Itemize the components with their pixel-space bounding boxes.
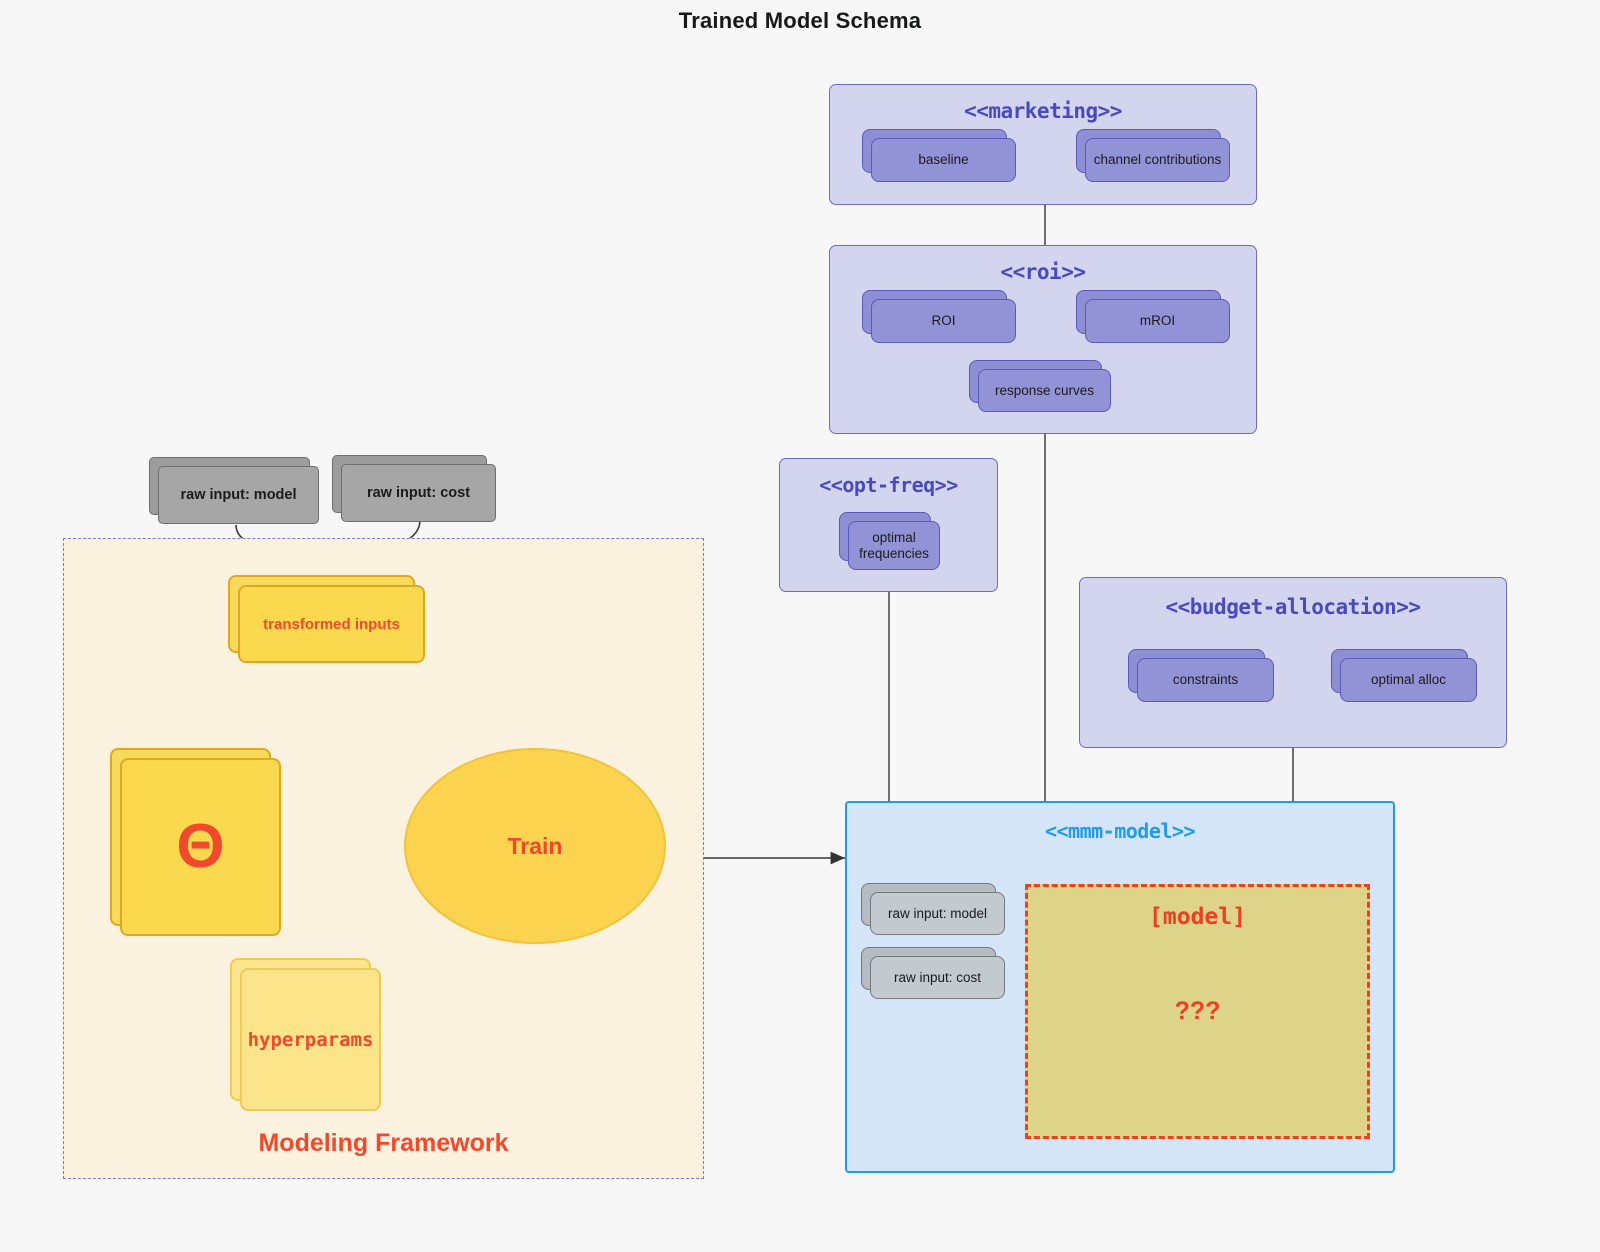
node-mmm-raw-input-model[interactable]: raw input: model [861, 883, 1005, 935]
node-hyperparams[interactable]: hyperparams [230, 958, 381, 1111]
node-label: channel contributions [1093, 152, 1222, 168]
node-label: ROI [931, 313, 956, 329]
node-label-wrap: baseline [871, 138, 1016, 182]
node-label-wrap: Θ [120, 758, 281, 936]
node-response-curves[interactable]: response curves [969, 360, 1111, 412]
node-roi[interactable]: ROI [862, 290, 1016, 343]
node-label: hyperparams [247, 1028, 374, 1051]
node-label: baseline [918, 152, 969, 168]
theta-glyph: Θ [176, 812, 225, 881]
node-baseline[interactable]: baseline [862, 129, 1016, 182]
model-zone-unknown: ??? [1174, 997, 1221, 1025]
node-label-wrap: constraints [1137, 658, 1274, 702]
raw-input-model-box[interactable]: raw input: model [149, 457, 319, 524]
node-label-wrap: optimal alloc [1340, 658, 1477, 702]
node-train[interactable]: Train [404, 748, 666, 944]
node-label-wrap: optimal frequencies [848, 521, 940, 570]
node-optimal-alloc[interactable]: optimal alloc [1331, 649, 1477, 702]
node-label-wrap: ROI [871, 299, 1016, 343]
node-label-wrap: transformed inputs [238, 585, 425, 663]
node-label: raw input: cost [366, 485, 471, 501]
node-label-line2: frequencies [859, 545, 929, 561]
node-label: mROI [1139, 313, 1176, 329]
node-label: transformed inputs [263, 615, 400, 633]
package-marketing-title: <<marketing>> [964, 99, 1122, 123]
node-theta[interactable]: Θ [110, 748, 281, 936]
model-zone[interactable]: [model] ??? [1025, 884, 1370, 1139]
node-mroi[interactable]: mROI [1076, 290, 1230, 343]
node-label: constraints [1172, 672, 1239, 688]
node-transformed-inputs[interactable]: transformed inputs [228, 575, 425, 663]
node-label-wrap: raw input: cost [870, 956, 1005, 999]
model-zone-title: [model] [1149, 904, 1246, 930]
package-roi-title: <<roi>> [1000, 260, 1086, 284]
node-label: raw input: model [180, 487, 297, 503]
node-label: response curves [994, 382, 1095, 398]
node-optimal-frequencies[interactable]: optimal frequencies [839, 512, 940, 570]
package-opt-freq-title: <<opt-freq>> [819, 473, 958, 497]
node-label-wrap: mROI [1085, 299, 1230, 343]
node-label-wrap: channel contributions [1085, 138, 1230, 182]
train-label: Train [507, 832, 563, 859]
package-mmm-model-title: <<mmm-model>> [1044, 819, 1196, 843]
node-label: raw input: model [887, 906, 988, 921]
node-mmm-raw-input-cost[interactable]: raw input: cost [861, 947, 1005, 999]
node-label-wrap: raw input: cost [341, 464, 496, 522]
node-label: optimal alloc [1370, 672, 1447, 688]
package-budget-allocation-title: <<budget-allocation>> [1165, 595, 1421, 619]
node-label-wrap: response curves [978, 369, 1111, 412]
node-label-wrap: hyperparams [240, 968, 381, 1111]
raw-input-cost-box[interactable]: raw input: cost [332, 455, 496, 522]
node-label-line1: optimal [872, 530, 916, 546]
node-label: raw input: cost [893, 970, 982, 985]
node-channel-contributions[interactable]: channel contributions [1076, 129, 1230, 182]
node-label-wrap: raw input: model [870, 892, 1005, 935]
node-constraints[interactable]: constraints [1128, 649, 1274, 702]
node-label-wrap: raw input: model [158, 466, 319, 524]
modeling-framework-label: Modeling Framework [258, 1129, 509, 1157]
page-title: Trained Model Schema [678, 8, 922, 33]
